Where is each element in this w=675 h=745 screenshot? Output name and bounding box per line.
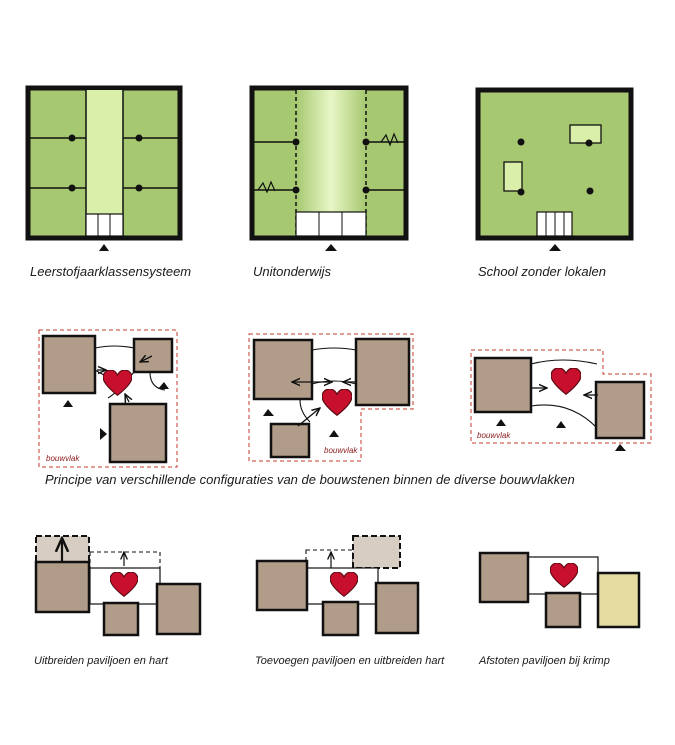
- caption-toevoegen: Toevoegen paviljoen en uitbreiden hart: [255, 655, 445, 667]
- caption-uitbreiden: Uitbreiden paviljoen en hart: [34, 655, 168, 667]
- caption-afstoten: Afstoten paviljoen bij krimp: [479, 655, 610, 667]
- plan-school-zonder-lokalen: [475, 87, 634, 251]
- caption-principe: Principe van verschillende configuraties…: [45, 472, 575, 487]
- caption-leerstofjaarklassen: Leerstofjaarklassensysteem: [30, 264, 192, 279]
- config-2: bouwvlak: [248, 333, 414, 462]
- caption-school-zonder-lokalen: School zonder lokalen: [478, 264, 606, 279]
- bouwvlak-label: bouwvlak: [46, 454, 80, 463]
- bouwvlak-label: bouwvlak: [477, 431, 511, 440]
- bouwvlak-label: bouwvlak: [324, 446, 358, 455]
- scenario-afstoten: [478, 551, 641, 629]
- caption-unitonderwijs: Unitonderwijs: [253, 264, 332, 279]
- plan-unitonderwijs: [249, 85, 409, 251]
- config-3: bouwvlak: [470, 349, 652, 451]
- plan-leerstofjaarklassen: [25, 85, 183, 251]
- config-1: bouwvlak: [38, 329, 178, 468]
- scenario-toevoegen: [255, 535, 420, 637]
- scenario-uitbreiden: [34, 535, 202, 637]
